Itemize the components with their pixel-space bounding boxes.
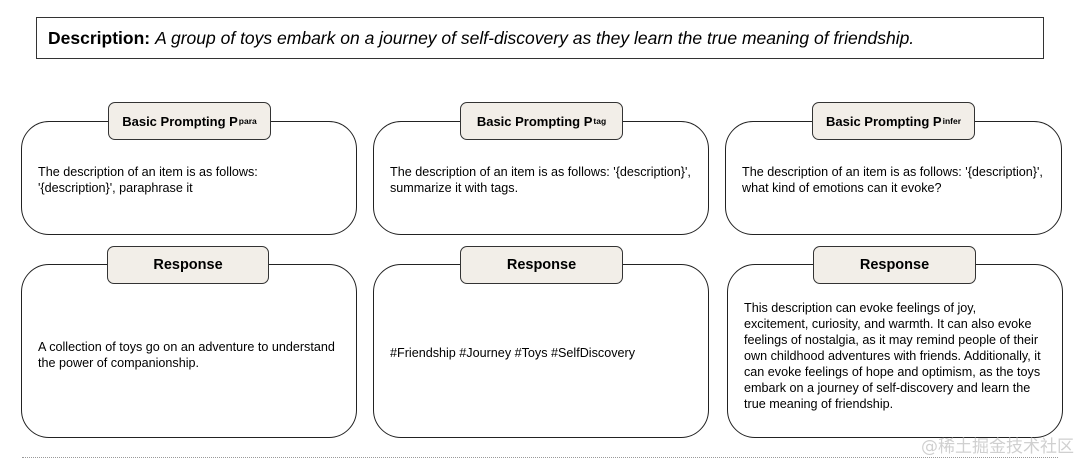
response-card-para: A collection of toys go on an adventure … <box>21 264 357 438</box>
prompt-title-infer-main: Basic Prompting P <box>826 113 942 129</box>
prompt-text-infer: The description of an item is as follows… <box>742 165 1043 195</box>
response-text-infer: This description can evoke feelings of j… <box>744 301 1041 411</box>
prompt-card-para: The description of an item is as follows… <box>21 121 357 235</box>
description-box: Description: A group of toys embark on a… <box>36 17 1044 59</box>
prompt-card-infer: The description of an item is as follows… <box>725 121 1062 235</box>
response-title-tag: Response <box>460 246 623 284</box>
bottom-dotted-divider <box>22 457 1058 458</box>
response-text-para: A collection of toys go on an adventure … <box>38 340 335 370</box>
description-text: A group of toys embark on a journey of s… <box>155 27 915 48</box>
prompt-title-tag-main: Basic Prompting P <box>476 113 593 129</box>
watermark: @稀土掘金技术社区 <box>921 437 1074 457</box>
response-title-para: Response <box>107 246 269 284</box>
response-card-infer: This description can evoke feelings of j… <box>727 264 1063 438</box>
description-label: Description: <box>48 27 151 48</box>
prompt-title-para-main: Basic Prompting P <box>122 113 238 129</box>
prompt-text-para: The description of an item is as follows… <box>38 165 258 195</box>
response-title-infer: Response <box>813 246 976 284</box>
response-text-tag: #Friendship #Journey #Toys #SelfDiscover… <box>390 346 635 360</box>
prompt-text-tag: The description of an item is as follows… <box>390 165 691 195</box>
response-card-tag: #Friendship #Journey #Toys #SelfDiscover… <box>373 264 709 438</box>
